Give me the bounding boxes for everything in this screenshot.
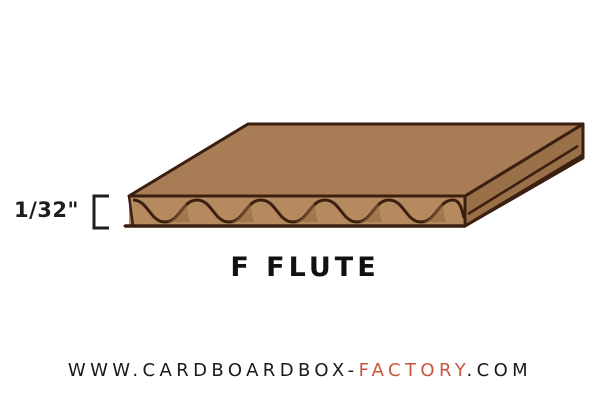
side-flute-line [467,144,579,216]
website-url: WWW.CARDBOARDBOX-FACTORY.COM [0,360,600,381]
website-url-suffix: .COM [466,360,533,381]
left-edge [127,195,135,227]
flute-shading [165,203,446,222]
website-url-prefix: WWW.CARDBOARDBOX- [67,360,359,381]
thickness-bracket-icon [92,194,109,230]
thickness-label: 1/32" [14,198,79,222]
flute-type-label: F FLUTE [230,252,380,283]
website-url-accent: FACTORY [358,360,467,381]
